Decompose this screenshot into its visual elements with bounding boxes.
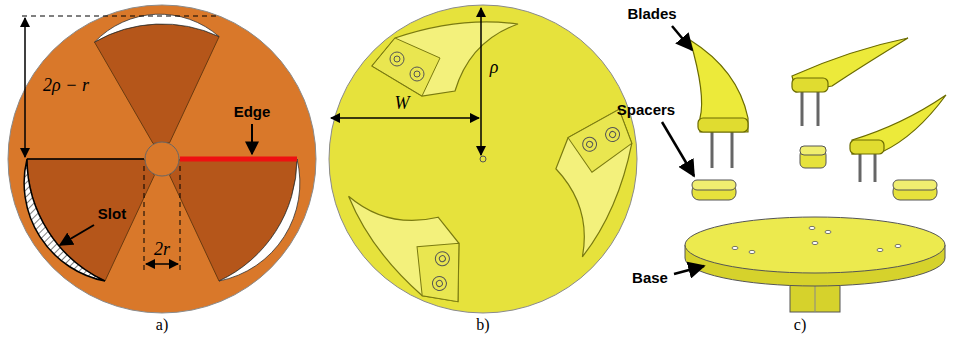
sector <box>27 159 154 281</box>
screw <box>874 152 877 182</box>
centre-mark <box>480 156 486 162</box>
blade <box>792 78 828 92</box>
part-label: Spacers <box>617 102 675 119</box>
dimension-label: 2r <box>154 240 170 260</box>
blade <box>850 95 946 154</box>
dimension-label: 2ρ − r <box>43 76 89 96</box>
leader-arrow <box>662 122 694 176</box>
panel-label: c) <box>794 316 806 334</box>
spacer <box>893 180 937 190</box>
part-label: Base <box>632 270 668 287</box>
base-top <box>685 217 945 273</box>
blade <box>372 22 518 96</box>
hub-circle <box>145 142 179 176</box>
slot <box>95 14 220 42</box>
panel-a <box>8 5 316 313</box>
sector <box>95 24 220 143</box>
blade <box>347 160 484 324</box>
blade <box>850 140 884 154</box>
blade <box>690 40 748 132</box>
base-holes <box>877 248 883 251</box>
blade <box>520 94 657 258</box>
screw <box>711 132 714 168</box>
leader-arrow <box>674 266 704 274</box>
panel-c <box>662 26 946 312</box>
blade <box>792 38 908 92</box>
spacer <box>692 180 736 190</box>
dimension-guide <box>180 166 181 271</box>
base-holes <box>809 226 815 229</box>
dimension-label: ρ <box>490 58 499 78</box>
sector <box>170 159 297 281</box>
part-label: Edge <box>234 104 271 121</box>
base-holes <box>732 246 738 249</box>
orange-disk <box>8 5 316 313</box>
screw <box>817 90 820 126</box>
part-label: Slot <box>98 206 126 223</box>
screw <box>859 152 862 182</box>
blade <box>690 40 748 132</box>
dimension-arrow <box>331 117 479 119</box>
dimension-label: W <box>395 94 410 114</box>
panel-label: a) <box>156 316 168 334</box>
leader-arrow <box>672 26 692 50</box>
base-holes <box>895 244 901 247</box>
blade <box>698 118 748 132</box>
panel-label: b) <box>476 316 489 334</box>
slot <box>219 159 300 281</box>
dimension-guide <box>144 166 145 271</box>
hatched-slot <box>24 159 105 281</box>
panel-b <box>329 5 657 324</box>
dimension-guide <box>22 16 219 17</box>
leader-arrow <box>60 225 94 245</box>
base-holes <box>732 226 901 253</box>
sector-edge <box>27 158 144 160</box>
spacer <box>692 180 736 200</box>
part-label: Blades <box>627 6 676 23</box>
spacer <box>800 146 826 155</box>
base-holes <box>812 241 818 244</box>
edge-highlight <box>180 157 297 162</box>
spacer <box>893 180 937 200</box>
screw <box>731 132 734 168</box>
dimension-arrow <box>146 263 178 265</box>
base-holes <box>825 230 831 233</box>
spacer <box>800 146 826 168</box>
base-holes <box>749 250 755 253</box>
blade <box>792 38 908 92</box>
screw <box>801 90 804 126</box>
dimension-arrow <box>24 18 26 157</box>
leader-arrow <box>251 124 253 154</box>
dimension-arrow <box>480 8 482 155</box>
